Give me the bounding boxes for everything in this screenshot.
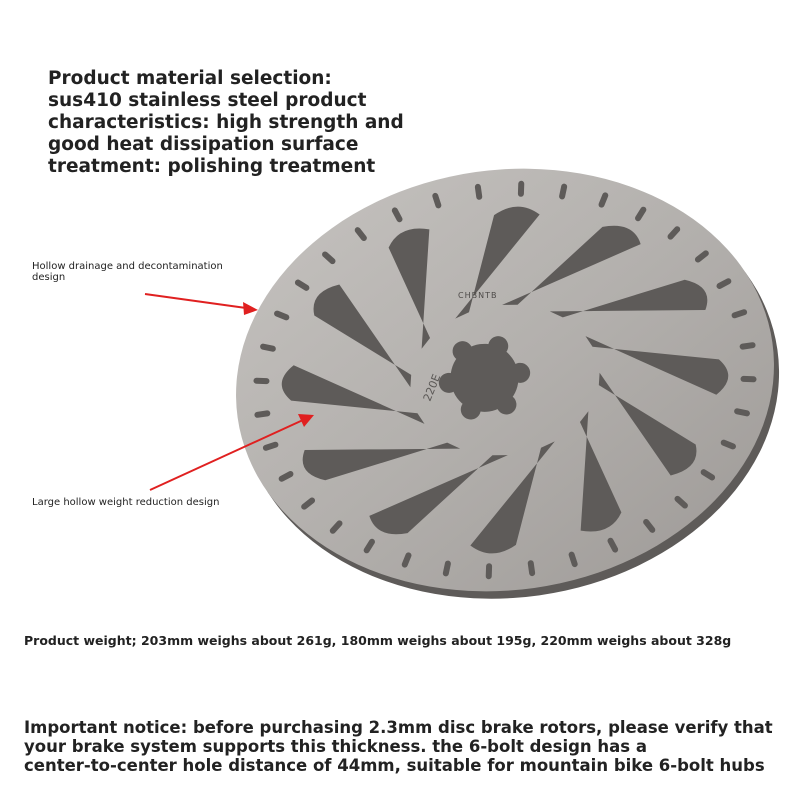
drainage-arrow xyxy=(144,293,258,315)
rotor-disc xyxy=(200,140,800,620)
rotor-brand-mark: CHBNTB xyxy=(458,291,497,300)
material-line: characteristics: high strength and xyxy=(48,112,404,133)
important-notice: Important notice: before purchasing 2.3m… xyxy=(24,718,794,775)
weight-reduction-arrow xyxy=(149,414,314,491)
product-weight-info: Product weight; 203mm weighs about 261g,… xyxy=(24,633,732,648)
notice-line: your brake system supports this thicknes… xyxy=(24,737,647,756)
drainage-callout: Hollow drainage and decontamination desi… xyxy=(32,261,223,283)
weight-reduction-callout: Large hollow weight reduction design xyxy=(32,497,220,508)
notice-line: Important notice: before purchasing 2.3m… xyxy=(24,718,773,737)
material-line: sus410 stainless steel product xyxy=(48,90,367,111)
notice-line: center-to-center hole distance of 44mm, … xyxy=(24,756,765,775)
material-line: Product material selection: xyxy=(48,68,332,89)
